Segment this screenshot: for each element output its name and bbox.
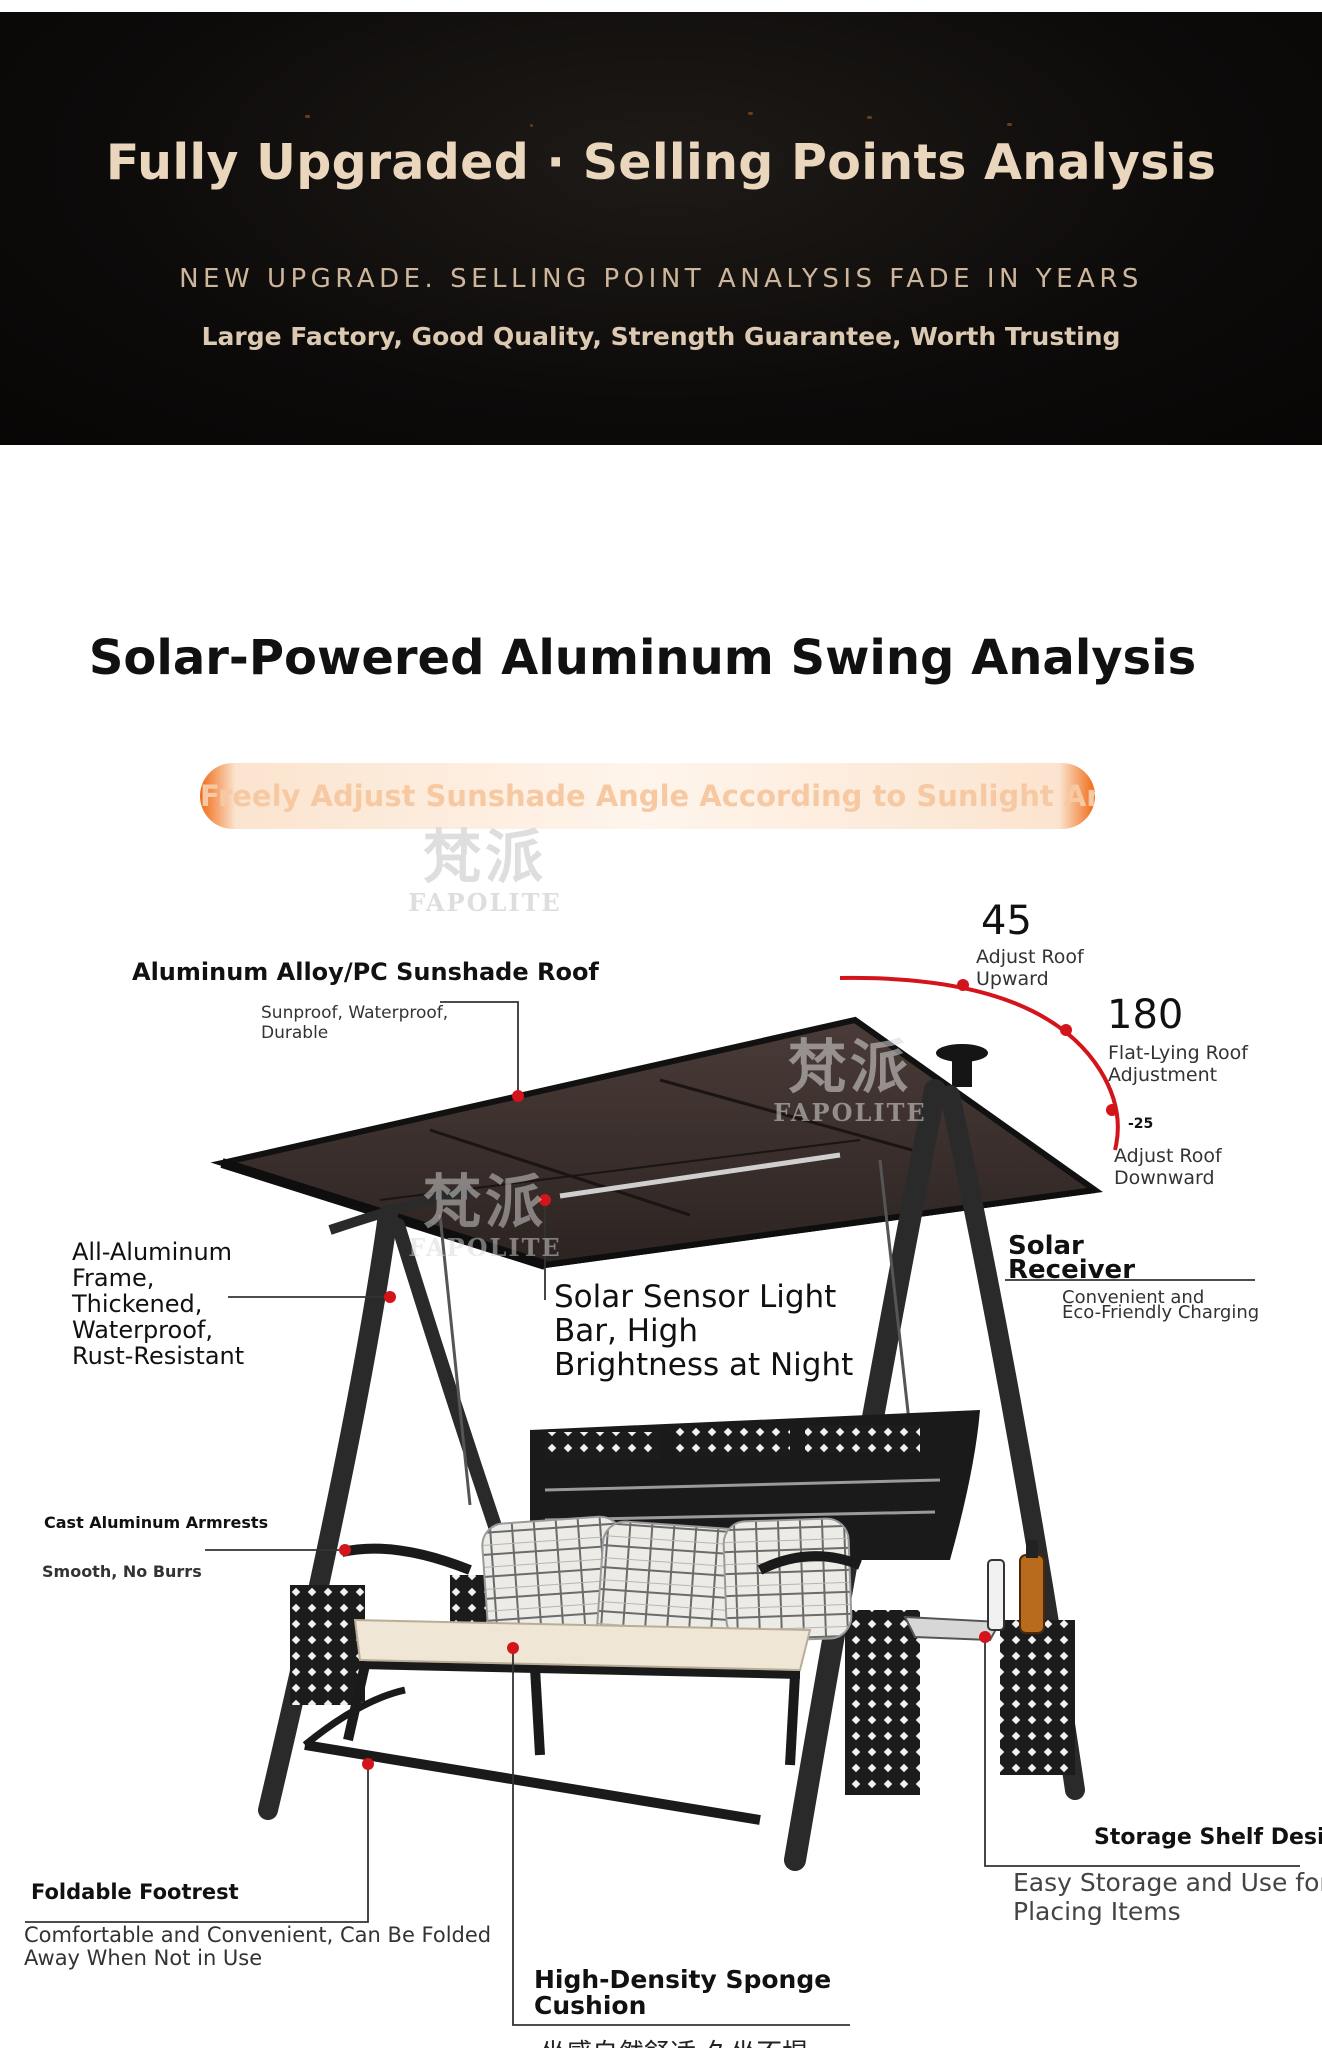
watermark-logo: 梵派 FAPOLITE	[740, 1020, 960, 1127]
angle-flat-label-line: Flat-Lying Roof	[1108, 1042, 1248, 1064]
armrest-right	[757, 1551, 862, 1575]
callout-light-line: Bar, High	[554, 1313, 698, 1349]
callout-footrest-desc: Comfortable and Convenient, Can Be Folde…	[24, 1924, 491, 1970]
angle-down-value: -25	[1128, 1116, 1154, 1132]
angle-up-label-line: Adjust Roof	[976, 946, 1084, 968]
angle-flat-label: Flat-Lying Roof Adjustment	[1108, 1042, 1248, 1086]
watermark-logo-cn: 梵派	[422, 823, 547, 891]
angle-up-value: 45	[981, 898, 1032, 944]
callout-armrest-title: Cast Aluminum Armrests	[44, 1513, 269, 1532]
callout-solar: Solar Receiver	[1008, 1231, 1136, 1285]
callout-solar-line: Receiver	[1008, 1255, 1136, 1285]
callout-dot-cushion	[507, 1642, 519, 1654]
frame-left-front	[258, 1205, 398, 1820]
callout-frame-line: All-Aluminum	[72, 1238, 233, 1266]
callout-frame-line: Thickened,	[72, 1290, 203, 1318]
callout-solar-desc-line: Eco-Friendly Charging	[1062, 1302, 1260, 1323]
angle-up-label: Adjust Roof Upward	[976, 946, 1084, 990]
bottle-small-icon	[987, 1559, 1005, 1631]
side-panel-left	[290, 1585, 365, 1705]
callout-dot-footrest	[362, 1758, 374, 1770]
side-panel-right	[1000, 1620, 1075, 1775]
footrest-bar	[304, 1740, 761, 1825]
callout-light: Solar Sensor Light Bar, High Brightness …	[554, 1280, 853, 1382]
callout-roof-desc-line: Sunproof, Waterproof,	[261, 1003, 449, 1023]
seat-cushion	[353, 1618, 812, 1672]
section-title: Solar-Powered Aluminum Swing Analysis	[88, 630, 1197, 686]
callout-dot-roof	[512, 1090, 524, 1102]
angle-marker-180	[1060, 1024, 1072, 1036]
callout-footrest-title: Foldable Footrest	[31, 1880, 239, 1904]
banner-subtitle: NEW UPGRADE. SELLING POINT ANALYSIS FADE…	[179, 264, 1143, 294]
angle-flat-value: 180	[1107, 992, 1184, 1038]
angle-marker-45	[957, 979, 969, 991]
callout-frame-line: Waterproof,	[72, 1316, 213, 1344]
banner-title: Fully Upgraded · Selling Points Analysis	[105, 134, 1217, 191]
callout-dot-light	[539, 1194, 551, 1206]
angle-marker-25	[1106, 1104, 1118, 1116]
angle-down-label-line: Adjust Roof	[1114, 1145, 1222, 1167]
callout-shelf-title: Storage Shelf Design	[1094, 1825, 1322, 1850]
callout-light-line: Brightness at Night	[554, 1347, 854, 1383]
watermark-logo-en: FAPOLITE	[408, 888, 562, 917]
callout-roof-title: Aluminum Alloy/PC Sunshade Roof	[132, 958, 599, 986]
banner-tagline: Large Factory, Good Quality, Strength Gu…	[201, 322, 1121, 351]
angle-down-label-line: Downward	[1114, 1167, 1215, 1189]
header-banner: Fully Upgraded · Selling Points Analysis…	[0, 12, 1322, 445]
decor-sparkle	[1007, 123, 1012, 126]
callout-dot-frame	[384, 1291, 396, 1303]
angle-down-label: Adjust Roof Downward	[1114, 1145, 1222, 1189]
callout-solar-desc: Convenient and Eco-Friendly Charging	[1062, 1287, 1260, 1323]
watermark-logo: 梵派 FAPOLITE	[385, 810, 585, 917]
armrest-left	[340, 1543, 472, 1575]
angle-flat-label-line: Adjustment	[1108, 1064, 1218, 1086]
angle-arc	[839, 975, 1120, 1151]
decor-sparkle	[305, 115, 310, 118]
watermark-logo-en: FAPOLITE	[408, 1233, 562, 1262]
callout-cushion-line: High-Density Sponge	[534, 1965, 832, 1994]
callout-solar-line: Solar	[1008, 1231, 1084, 1261]
callout-shelf-desc-line: Easy Storage and Use for	[1013, 1868, 1322, 1897]
decor-sparkle	[748, 112, 753, 115]
watermark-logo-cn: 梵派	[787, 1033, 912, 1101]
callout-frame: All-Aluminum Frame, Thickened, Waterproo…	[72, 1239, 244, 1369]
callout-shelf-desc-line: Placing Items	[1013, 1897, 1181, 1926]
angle-up-label-line: Upward	[976, 968, 1049, 990]
watermark-logo-cn: 梵派	[422, 1168, 547, 1236]
callout-frame-line: Rust-Resistant	[72, 1342, 245, 1370]
callout-cushion-line: Cushion	[534, 1991, 647, 2020]
callout-cushion-cn: 坐感自然舒适 久坐不塌	[540, 2033, 808, 2048]
angle-banner-pill: Freely Adjust Sunshade Angle According t…	[200, 763, 1095, 829]
callout-roof-desc: Sunproof, Waterproof, Durable	[261, 1003, 448, 1043]
callout-footrest-desc-line: Away When Not in Use	[24, 1946, 263, 1970]
callout-frame-line: Frame,	[72, 1264, 155, 1292]
watermark-logo-en: FAPOLITE	[773, 1098, 927, 1127]
callout-armrest-desc: Smooth, No Burrs	[42, 1562, 202, 1581]
watermark-logo: 梵派 FAPOLITE	[385, 1155, 585, 1262]
callout-solar-desc-line: Convenient and	[1062, 1287, 1205, 1308]
callout-roof-desc-line: Durable	[261, 1023, 329, 1043]
decor-sparkle	[867, 116, 872, 119]
callout-light-line: Solar Sensor Light	[554, 1279, 837, 1315]
angle-banner-text: Freely Adjust Sunshade Angle According t…	[200, 779, 1095, 813]
decor-sparkle	[530, 124, 533, 127]
pillow-right	[722, 1517, 853, 1643]
callout-dot-armrest	[339, 1544, 351, 1556]
callout-dot-shelf	[979, 1631, 991, 1643]
callout-footrest-desc-line: Comfortable and Convenient, Can Be Folde…	[24, 1923, 492, 1947]
callout-shelf-desc: Easy Storage and Use for Placing Items	[1013, 1868, 1322, 1926]
callout-cushion: High-Density Sponge Cushion	[534, 1967, 831, 2019]
side-panel-center	[845, 1610, 920, 1795]
bottle-icon	[1019, 1554, 1045, 1634]
